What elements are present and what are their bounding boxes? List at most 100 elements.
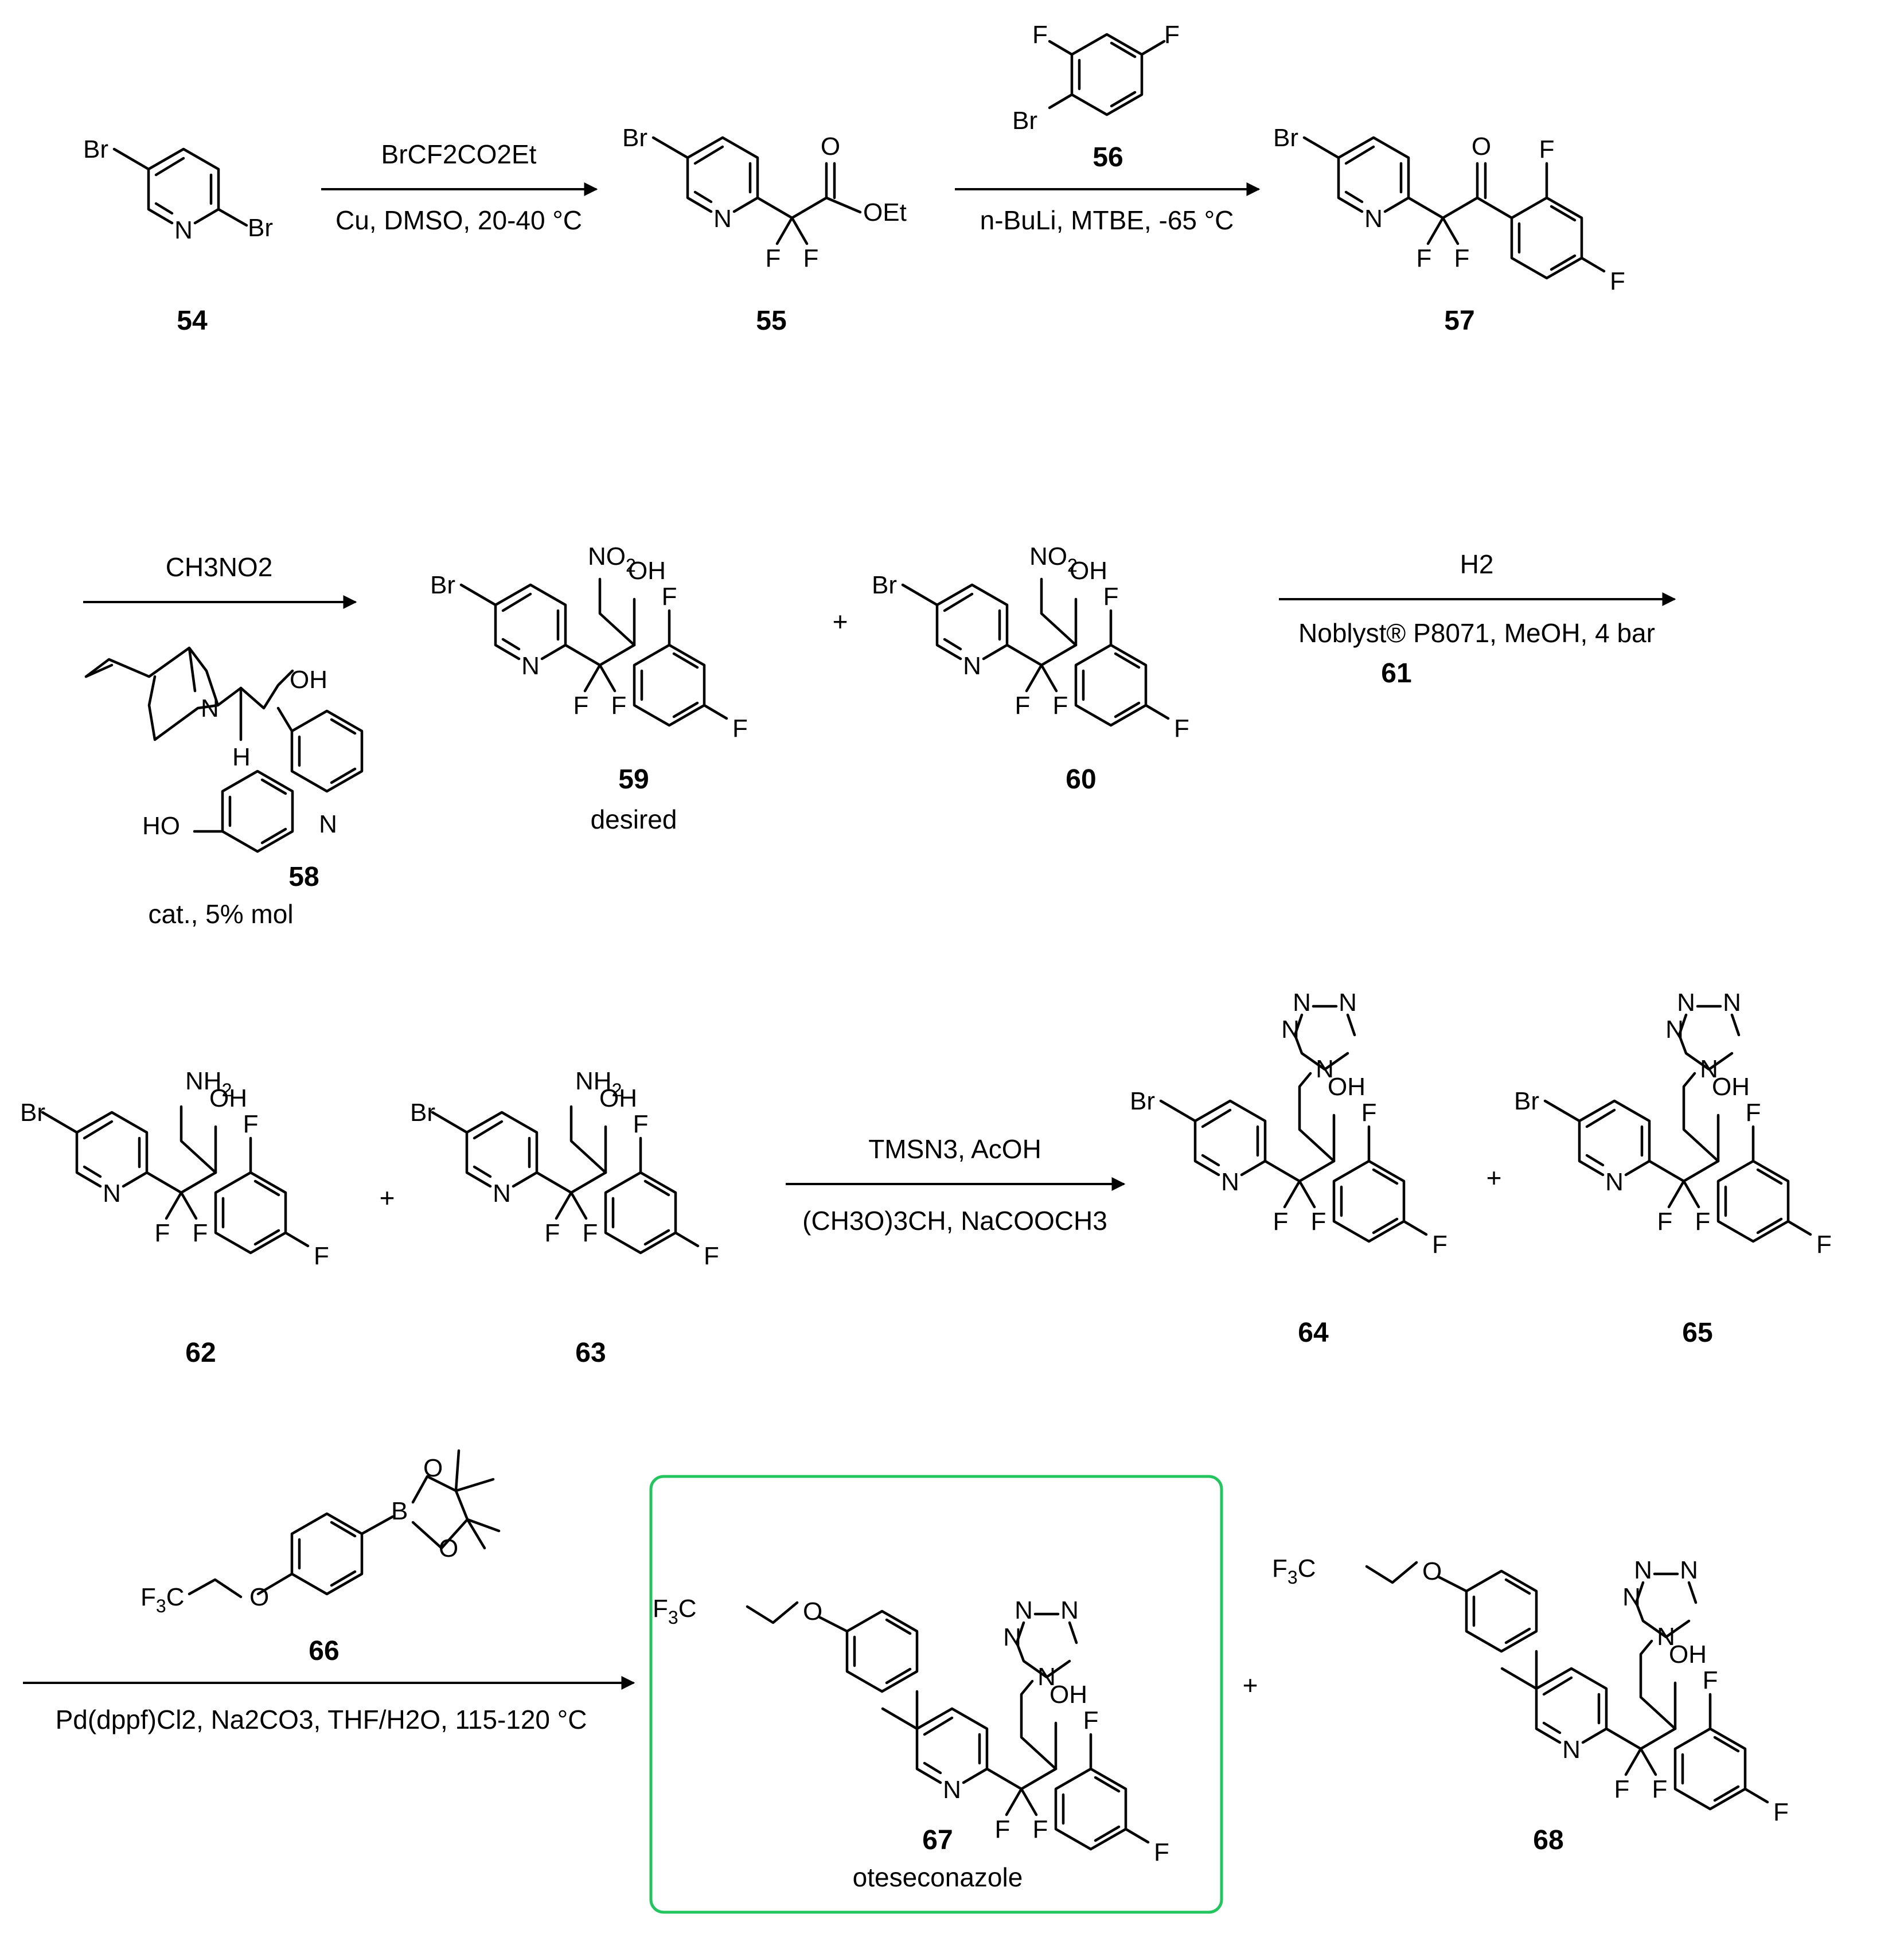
svg-text:F: F <box>573 691 589 720</box>
svg-text:Br: Br <box>622 124 647 152</box>
svg-text:F: F <box>583 1219 598 1247</box>
svg-text:NH2: NH2 <box>185 1067 232 1100</box>
svg-text:NH2: NH2 <box>575 1067 622 1100</box>
molecule-67: F F OH F F O F3C <box>653 1595 1169 1866</box>
svg-text:OH: OH <box>599 1084 637 1112</box>
svg-text:F: F <box>1816 1230 1832 1259</box>
svg-text:F: F <box>662 583 677 611</box>
svg-text:H: H <box>232 743 251 771</box>
svg-text:O: O <box>821 132 840 161</box>
svg-text:F: F <box>1454 244 1470 272</box>
svg-text:F: F <box>633 1110 649 1138</box>
svg-text:OH: OH <box>628 557 666 585</box>
svg-text:F: F <box>1614 1775 1630 1803</box>
compound-number-54: 54 <box>177 306 208 336</box>
svg-text:F: F <box>1164 21 1180 49</box>
molecule-68: F F OH F F O F3C <box>1272 1554 1789 1826</box>
svg-text:Br: Br <box>872 571 897 599</box>
compound-number-67: 67 <box>922 1825 953 1855</box>
molecule-65: Br F F OH F F <box>1514 989 1832 1259</box>
svg-text:O: O <box>1422 1557 1442 1585</box>
svg-text:Br: Br <box>430 571 455 599</box>
molecule-59: Br F F OH NO2 F F <box>430 542 748 743</box>
plus-sign-1: + <box>833 607 848 636</box>
svg-text:F: F <box>1154 1838 1169 1866</box>
svg-text:F: F <box>1361 1099 1377 1127</box>
compound-number-63: 63 <box>575 1338 606 1368</box>
svg-text:OH: OH <box>290 666 327 694</box>
svg-text:F: F <box>1773 1798 1789 1826</box>
svg-text:F: F <box>1417 244 1432 272</box>
svg-text:F: F <box>545 1219 560 1247</box>
svg-text:O: O <box>249 1583 269 1611</box>
step2-conditions: n-BuLi, MTBE, -65 °C <box>980 205 1234 235</box>
step4-reagent: H2 <box>1460 549 1494 579</box>
svg-text:F: F <box>1652 1775 1668 1803</box>
svg-text:F3C: F3C <box>653 1595 696 1628</box>
svg-text:F: F <box>1432 1230 1447 1259</box>
oteseconazole-label: oteseconazole <box>853 1862 1023 1892</box>
svg-text:F: F <box>803 244 819 272</box>
step1-conditions: Cu, DMSO, 20-40 °C <box>335 205 582 235</box>
svg-text:F: F <box>155 1219 170 1247</box>
svg-text:F3C: F3C <box>141 1583 184 1616</box>
compound-number-66: 66 <box>309 1636 339 1666</box>
svg-text:F: F <box>1746 1099 1761 1127</box>
molecule-63: Br F F OH NH2 F F <box>410 1067 719 1270</box>
svg-text:F: F <box>1032 21 1048 49</box>
molecule-54: Br Br <box>83 135 273 244</box>
svg-text:F: F <box>1610 267 1625 295</box>
svg-text:Br: Br <box>1514 1087 1539 1115</box>
svg-text:O: O <box>439 1534 458 1562</box>
svg-text:F: F <box>1015 691 1031 720</box>
svg-text:OH: OH <box>209 1084 247 1112</box>
svg-text:OH: OH <box>1669 1640 1707 1669</box>
svg-text:F: F <box>1539 135 1555 163</box>
svg-text:F: F <box>766 244 781 272</box>
svg-text:F: F <box>611 691 627 720</box>
svg-text:F: F <box>1657 1208 1673 1236</box>
svg-text:OEt: OEt <box>863 198 907 226</box>
svg-text:F: F <box>704 1242 719 1270</box>
compound-number-58: 58 <box>288 862 319 892</box>
molecule-55: Br O OEt F F <box>622 124 907 272</box>
compound-number-61: 61 <box>1381 658 1411 689</box>
svg-text:F: F <box>1083 1706 1099 1734</box>
svg-text:F3C: F3C <box>1272 1554 1316 1588</box>
svg-text:F: F <box>1311 1208 1326 1236</box>
svg-text:N: N <box>201 694 219 722</box>
svg-text:F: F <box>243 1110 259 1138</box>
svg-text:O: O <box>803 1597 822 1626</box>
svg-text:HO: HO <box>142 812 180 840</box>
oteseconazole-highlight-box <box>649 1475 1223 1914</box>
svg-text:F: F <box>314 1242 329 1270</box>
svg-text:F: F <box>1033 1815 1048 1843</box>
molecule-56: F F Br <box>1012 21 1180 135</box>
svg-text:F: F <box>995 1815 1010 1843</box>
molecule-57: Br O F F F F <box>1273 124 1625 295</box>
plus-sign-2: + <box>380 1183 395 1213</box>
step3-reagent: CH3NO2 <box>166 552 273 582</box>
svg-text:F: F <box>1174 714 1189 743</box>
svg-text:F: F <box>1695 1208 1711 1236</box>
svg-text:F: F <box>1053 691 1068 720</box>
svg-text:Br: Br <box>83 135 108 163</box>
compound-number-60: 60 <box>1066 764 1096 795</box>
molecule-64: Br F F OH F F <box>1130 989 1447 1259</box>
svg-text:O: O <box>423 1454 443 1482</box>
compound-number-56: 56 <box>1093 142 1123 173</box>
step1-reagent: BrCF2CO2Et <box>381 139 537 169</box>
molecule-66: B O O O F3C <box>141 1449 501 1616</box>
compound-number-59: 59 <box>618 764 649 795</box>
svg-text:Br: Br <box>20 1099 45 1127</box>
plus-sign-3: + <box>1486 1163 1502 1193</box>
svg-text:F: F <box>193 1219 208 1247</box>
svg-text:F: F <box>732 714 748 743</box>
svg-text:O: O <box>1472 132 1491 161</box>
compound-number-62: 62 <box>185 1338 216 1368</box>
step4-conditions: Noblyst® P8071, MeOH, 4 bar <box>1298 618 1655 648</box>
svg-text:OH: OH <box>1712 1073 1750 1101</box>
svg-text:Br: Br <box>1273 124 1298 152</box>
compound-number-57: 57 <box>1444 306 1474 336</box>
plus-sign-4: + <box>1243 1670 1258 1700</box>
